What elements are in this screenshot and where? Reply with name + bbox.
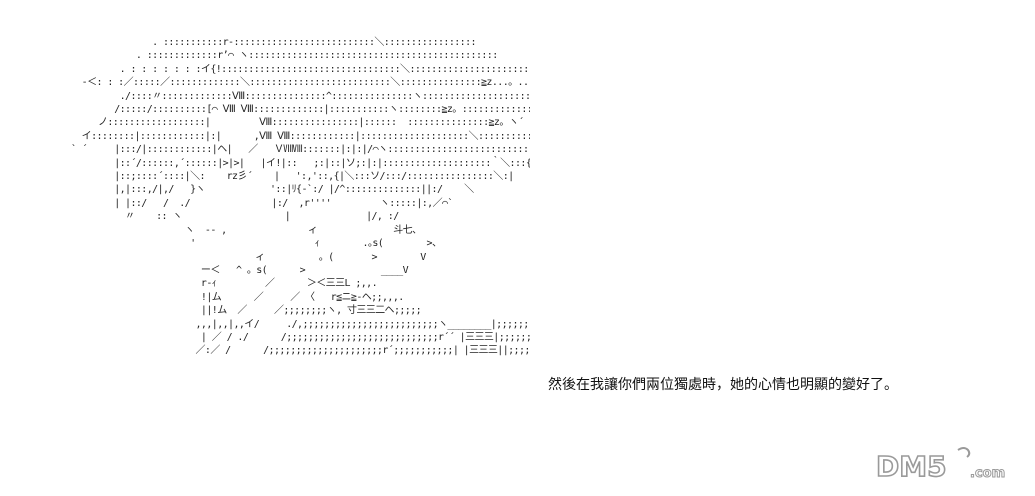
- ascii-art-line: ,,,|,,|,,イ/ ./,;;;;;;;;;;;;;;;;;;;;;;;;;…: [195, 318, 531, 330]
- ascii-art-line: -＜: : :／:::::／:::::::::::::＼::::::::::::…: [81, 77, 530, 89]
- ascii-art-line: | |::/ / ./ |:/ ,r'''' ヽ:::::|:,／⌒`: [114, 197, 453, 209]
- ascii-art-line: イ::::::::|::::::::::::|:| ,Ⅷ Ⅷ::::::::::…: [81, 130, 530, 142]
- ascii-art-line: ー＜ ^ 。s( > ____V: [200, 264, 409, 276]
- ascii-art-line: 〃 :: ヽ | |/, :/: [125, 211, 399, 223]
- ascii-art-line: . :::::::::::::r’⌒ ヽ::::::::::::::::::::…: [135, 50, 498, 62]
- ascii-art-line: ィ 。( > V: [255, 251, 426, 263]
- ascii-art-line: |,|:::,/|,/ }ヽ '::|ﾘ{-`:/ |/^:::::::::::…: [114, 184, 474, 196]
- ascii-art-line: | ／ / ./ /;;;;;;;;;;;;;;;;;;;;;;;;;;;;r´…: [200, 331, 530, 343]
- watermark-logo-image: DM5 .com: [875, 447, 1006, 484]
- watermark-swirl-icon: [957, 447, 971, 458]
- ascii-art-line: |::;::::´::::|＼: rz彡´ | ':,'::,{|＼:::ソ/:…: [114, 171, 514, 183]
- ascii-art-line: . : : : : : : :イ{!::::::::::::::::::::::…: [119, 63, 530, 75]
- ascii-art-line: ノ::::::::::::::::::| Ⅷ::::::::::::::::|:…: [97, 117, 524, 129]
- ascii-art-line: !|ム ／ ／ 〈 r≦ニ≧-ヘ;;,,,.: [200, 291, 404, 303]
- ascii-art-line: r‐ｨ ／ ＞＜三三L ;,,.: [200, 278, 378, 290]
- ascii-art-line: |::´/::::::,´::::::|>|>| |イ!|:: ;:|::|ソ;…: [114, 157, 530, 169]
- ascii-art-line: . :::::::::::r‐:::::::::::::::::::::::::…: [152, 37, 476, 48]
- ascii-art-line: ||!ム ／ ／;;;;;;;;ヽ, 寸三三二ヘ;;;;;: [200, 305, 422, 317]
- ascii-art-line: ./::::〃:::::::::::::Ⅷ:::::::::::::::^:::…: [119, 90, 530, 102]
- ascii-art-line: /:::::/::::::::::[⌒ Ⅷ Ⅷ:::::::::::::|:::…: [114, 104, 530, 116]
- ascii-art-illustration: . :::::::::::r‐:::::::::::::::::::::::::…: [60, 36, 530, 476]
- ascii-art-line: ` ´ |:::/|::::::::::::|ヘ| ／ ＶⅧⅧ:::::::|:…: [70, 144, 530, 156]
- ascii-art-line: ヽ -- , ィ 斗七、: [184, 224, 422, 236]
- watermark-suffix: .com: [970, 466, 1005, 481]
- ascii-art-line: ' ｨ .｡s( >、: [190, 238, 442, 250]
- site-watermark-logo: DM5 .com: [870, 444, 1020, 484]
- caption-text: 然後在我讓你們兩位獨處時，她的心情也明顯的變好了。: [548, 377, 898, 393]
- watermark-text: DM5: [876, 450, 947, 483]
- ascii-art-line: ／:／ / /;;;;;;;;;;;;;;;;;;;;;r´;;;;;;;;;;…: [195, 345, 531, 357]
